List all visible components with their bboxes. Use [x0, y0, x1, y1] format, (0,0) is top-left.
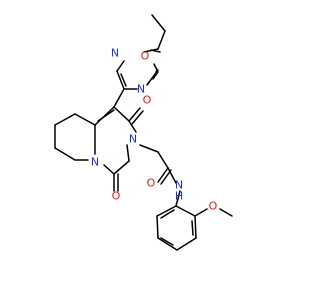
amide-nitrogen-label: N — [175, 179, 183, 192]
methoxy-oxygen-label: O — [209, 200, 218, 213]
amide-oxygen-label: O — [147, 177, 156, 190]
oxadiazole-nitrogen-right-label: N — [137, 83, 145, 96]
amide-hydrogen-label: H — [175, 190, 183, 203]
bond-lines — [54, 14, 233, 251]
oxadiazole-nitrogen-top-label: N — [111, 47, 119, 60]
carbonyl-oxygen-lower-label: O — [112, 190, 121, 203]
oxadiazole-oxygen-label: O — [141, 50, 150, 63]
atom-labels: O N N O N N O O N H O — [91, 47, 218, 213]
ring-nitrogen-middle-label: N — [129, 133, 137, 146]
chemical-structure: O N N O N N O O N H O — [54, 14, 233, 251]
ring-nitrogen-left-label: N — [91, 156, 99, 169]
carbonyl-oxygen-upper-label: O — [143, 94, 152, 107]
